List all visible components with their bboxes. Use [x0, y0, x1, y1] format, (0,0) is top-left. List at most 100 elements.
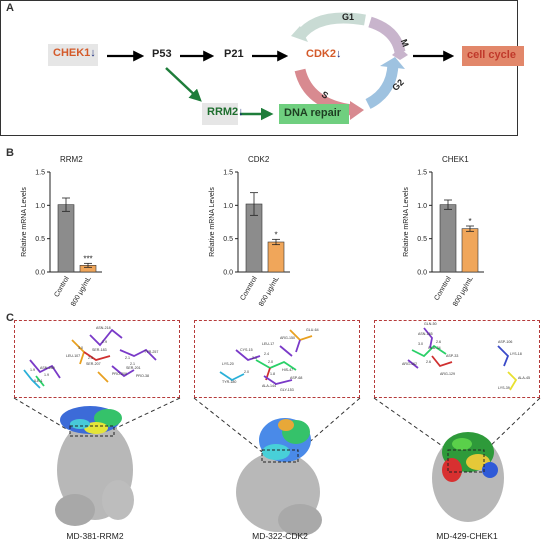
- sticks-cdk2: [219, 329, 313, 385]
- rrm2-node: RRM2↓: [202, 103, 244, 125]
- distance-label: 3.0: [418, 342, 423, 346]
- residue-label: ASP-106: [498, 340, 513, 344]
- g1-arc: [295, 12, 366, 40]
- residue-label: ASN-218: [96, 326, 111, 330]
- residue-label: GLN-50: [424, 322, 437, 326]
- residue-label: LYS-39: [498, 386, 510, 390]
- distance-label: 2.1: [125, 356, 130, 360]
- docking-inset-rrm2: [14, 320, 180, 398]
- residue-label: LEU-17: [262, 342, 275, 346]
- g1-label: G1: [342, 12, 355, 22]
- residue-label: LYS-18: [510, 352, 522, 356]
- distance-label: 2.0: [244, 370, 249, 374]
- m-arc: [368, 16, 406, 54]
- residue-label: SER-183: [92, 348, 107, 352]
- residue-label: LYS-20: [222, 362, 234, 366]
- residue-label: ASP-68: [290, 376, 303, 380]
- residue-label: TYR-257: [144, 350, 159, 354]
- pathway-diagram-frame: [0, 0, 518, 136]
- residue-label: ALA-45: [518, 376, 530, 380]
- residue-label: ASP-33: [446, 354, 459, 358]
- chek1-label: CHEK1: [53, 47, 91, 59]
- caption-md381-rrm2: MD-381-RRM2: [66, 531, 124, 541]
- y-tick-label: 0.5: [223, 236, 233, 243]
- residue-label: LEU-107: [66, 354, 81, 358]
- distance-label: 2.4: [264, 352, 269, 356]
- sticks-rrm2: [23, 328, 157, 389]
- residue-label: ARG-129: [440, 372, 455, 376]
- caption-md322-cdk2: MD-322-CDK2: [252, 531, 308, 541]
- significance-label: ***: [83, 254, 92, 263]
- distance-label: 1.8: [270, 372, 275, 376]
- residue-label: ARG-162: [402, 362, 417, 366]
- rrm2-down-arrow: ↓: [238, 106, 244, 118]
- y-tick-label: 1.5: [35, 170, 45, 177]
- y-axis-label: Relative mRNA Levels: [403, 187, 410, 257]
- significance-label: *: [274, 230, 277, 239]
- protein-cdk2-surface: [236, 418, 322, 536]
- docking-inset-chek1: [374, 320, 540, 398]
- y-tick-label: 1.0: [223, 203, 233, 210]
- distance-label: 1.9: [44, 373, 49, 377]
- y-tick-label: 0.0: [417, 270, 427, 277]
- docking-inset-cdk2: [194, 320, 360, 398]
- residue-label: PRO-209: [112, 372, 127, 376]
- panel-label-a: A: [6, 2, 14, 14]
- distance-label: 2.1: [252, 356, 257, 360]
- residue-label: ASN-165: [418, 332, 433, 336]
- y-tick-label: 1.5: [223, 170, 233, 177]
- y-axis-label: Relative mRNA Levels: [21, 187, 28, 257]
- residue-label: CYS-15: [240, 348, 253, 352]
- residue-label: GLU-64: [306, 328, 319, 332]
- panel-label-c: C: [6, 312, 14, 324]
- y-tick-label: 1.0: [417, 203, 427, 210]
- sticks-chek1: [407, 327, 518, 391]
- residue-label: TYR-180: [222, 380, 237, 384]
- y-tick-label: 1.0: [35, 203, 45, 210]
- protein-chek1-surface: [432, 432, 504, 522]
- panel-label-b: B: [6, 147, 14, 159]
- distance-label: 3.0: [78, 346, 83, 350]
- residue-label: ALA-144: [262, 384, 276, 388]
- chek1-down-arrow: ↓: [90, 47, 96, 59]
- cdk2-down-arrow: ↓: [335, 48, 342, 60]
- y-tick-label: 1.5: [417, 170, 427, 177]
- distance-label: 2.0: [268, 360, 273, 364]
- y-axis-label: Relative mRNA Levels: [209, 187, 216, 257]
- residue-label: ARG-150: [280, 336, 295, 340]
- chart-title: CDK2: [248, 155, 270, 164]
- rrm2-label: RRM2: [207, 106, 239, 118]
- cdk2-label: CDK2: [306, 48, 336, 60]
- distance-label: 2.6: [436, 340, 441, 344]
- cdk2-node: CDK2↓: [306, 48, 341, 60]
- protein-rrm2-surface: [55, 406, 134, 526]
- y-tick-label: 0.5: [35, 236, 45, 243]
- residue-label: SER-207: [86, 362, 101, 366]
- distance-label: 2.9: [102, 340, 107, 344]
- residue-label: GLY-153: [280, 388, 294, 392]
- significance-label: *: [468, 217, 471, 226]
- residue-label: HIS-47: [282, 368, 294, 372]
- chek1-node: CHEK1↓: [48, 44, 98, 66]
- g2-arc: [365, 63, 399, 109]
- dna-repair-node: DNA repair: [279, 104, 349, 124]
- arrow-p53-rrm2: [165, 67, 202, 102]
- y-tick-label: 0.0: [223, 270, 233, 277]
- distance-label: 2.1: [130, 362, 135, 366]
- cell-cycle-node: cell cycle: [462, 46, 524, 66]
- residue-label: GLU-34: [428, 346, 441, 350]
- distance-label: 1.9: [30, 368, 35, 372]
- residue-label: SER-201: [126, 366, 141, 370]
- p21-node: P21: [224, 48, 244, 60]
- chart-title: CHEK1: [442, 155, 469, 164]
- p53-node: P53: [152, 48, 172, 60]
- residue-label: ASN-289: [40, 366, 55, 370]
- chart-title: RRM2: [60, 155, 83, 164]
- y-tick-label: 0.0: [35, 270, 45, 277]
- residue-label: PRO-38: [136, 374, 149, 378]
- caption-md429-chek1: MD-429-CHEK1: [436, 531, 498, 541]
- y-tick-label: 0.5: [417, 236, 427, 243]
